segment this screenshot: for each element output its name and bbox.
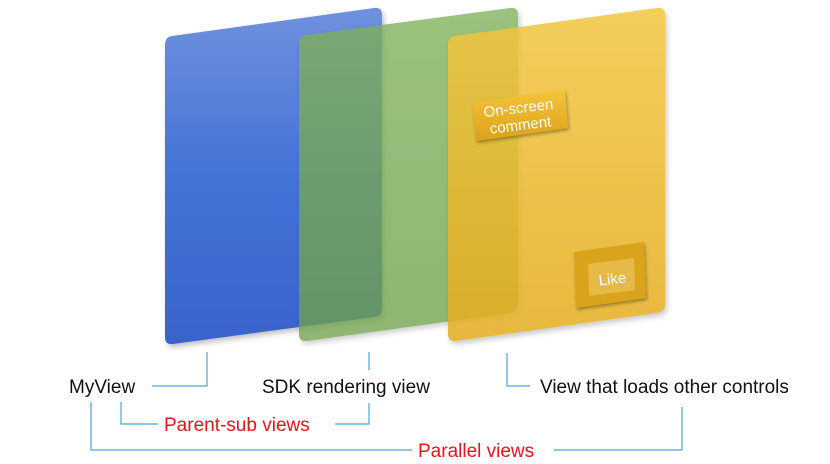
connector-lines	[90, 352, 683, 451]
like-text: Like	[598, 269, 627, 289]
parallel-bracket-left	[90, 402, 412, 451]
parallel-views-label: Parallel views	[418, 441, 534, 462]
other-controls-label: View that loads other controls	[540, 377, 789, 398]
sdk-rendering-view-label: SDK rendering view	[262, 377, 430, 398]
myview-label: MyView	[69, 377, 135, 398]
parent-sub-bracket-left	[120, 402, 158, 425]
parallel-bracket-right	[554, 407, 683, 451]
parent-sub-views-label: Parent-sub views	[164, 415, 310, 436]
parent-sub-bracket-right	[335, 403, 370, 425]
myview-connector	[152, 352, 208, 387]
like-button-overlay: Like	[574, 242, 646, 308]
other-controls-connector	[506, 353, 530, 387]
